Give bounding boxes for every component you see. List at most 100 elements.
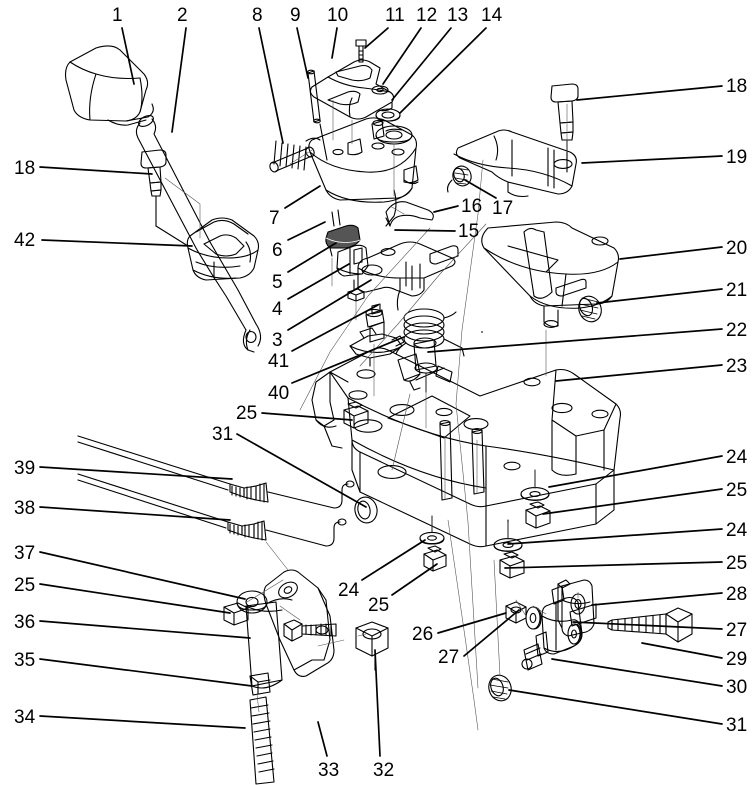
callout-number-22: 22 <box>726 320 748 341</box>
part-bracket-plate <box>551 579 595 637</box>
part-flanged-bushing-lower <box>488 674 512 702</box>
callout-number-10: 10 <box>327 5 349 26</box>
leader-line-30 <box>551 658 723 687</box>
leader-line-18 <box>576 85 723 101</box>
callout-number-18: 18 <box>726 76 748 97</box>
callout-number-33: 33 <box>318 760 340 781</box>
callout-number-7: 7 <box>269 208 280 229</box>
callout-number-26: 26 <box>412 624 434 645</box>
part-main-frame-plate <box>311 331 622 548</box>
leader-line-33 <box>317 721 328 757</box>
leader-line-15 <box>394 229 456 232</box>
part-shoulder-bolt-left <box>140 149 167 227</box>
part-lock-nut-frame <box>343 401 369 429</box>
leader-line-13 <box>391 27 452 101</box>
leader-line-31 <box>508 689 723 725</box>
callout-number-14: 14 <box>481 5 503 26</box>
part-torsion-spring <box>395 308 465 357</box>
leader-line-12 <box>382 27 422 85</box>
callout-number-39: 39 <box>14 458 36 479</box>
leader-line-34 <box>39 715 246 729</box>
leader-line-39 <box>39 466 233 480</box>
callout-number-42: 42 <box>14 230 36 251</box>
callout-number-25: 25 <box>726 553 748 574</box>
callout-number-24: 24 <box>726 520 748 541</box>
callout-number-21: 21 <box>726 280 748 301</box>
callout-number-13: 13 <box>447 5 469 26</box>
part-pivot-shaft <box>521 596 597 671</box>
part-lock-nut-left <box>223 602 249 626</box>
part-lever-socket-housing <box>155 217 260 281</box>
callout-number-31: 31 <box>726 715 748 736</box>
leader-line-3 <box>287 279 372 331</box>
part-washers <box>375 125 413 145</box>
leader-line-16 <box>433 205 459 213</box>
callout-number-35: 35 <box>14 650 36 671</box>
leader-line-40 <box>291 336 405 384</box>
leader-line-32 <box>374 649 381 757</box>
part-flanged-bushing-center <box>354 496 378 524</box>
part-hex-bolt-center <box>283 619 337 642</box>
callout-number-40: 40 <box>268 383 290 404</box>
callout-number-30: 30 <box>726 677 748 698</box>
part-retaining-ring <box>375 108 401 122</box>
part-housing-lower <box>308 117 419 227</box>
part-shift-lever-rod <box>135 114 262 353</box>
leader-line-17 <box>464 179 497 199</box>
leader-line-25 <box>39 583 231 614</box>
callout-number-20: 20 <box>726 238 748 259</box>
leader-line-24 <box>507 528 723 545</box>
callout-number-19: 19 <box>726 147 748 168</box>
part-control-cable-upper <box>77 435 355 509</box>
callout-leader-lines <box>39 27 723 757</box>
part-control-cable-lower <box>77 473 347 547</box>
leader-line-31 <box>236 433 367 508</box>
callout-number-37: 37 <box>14 543 36 564</box>
callout-number-24: 24 <box>338 580 360 601</box>
leader-line-24 <box>548 455 723 488</box>
callout-number-25: 25 <box>14 575 36 596</box>
callout-number-25: 25 <box>236 403 258 424</box>
part-shoulder-bolt-right <box>550 83 579 173</box>
callout-number-15: 15 <box>458 221 480 242</box>
leader-line-19 <box>581 155 723 164</box>
part-switch-block <box>325 209 361 257</box>
callout-number-25: 25 <box>726 480 748 501</box>
part-long-pin <box>307 69 328 161</box>
callout-number-4: 4 <box>272 299 283 320</box>
callout-number-9: 9 <box>290 5 301 26</box>
leader-line-27 <box>463 609 520 657</box>
callout-number-24: 24 <box>726 447 748 468</box>
callout-number-28: 28 <box>726 584 748 605</box>
leader-line-42 <box>41 239 193 247</box>
leader-line-26 <box>437 612 507 634</box>
part-bushing <box>578 295 602 323</box>
part-small-screw <box>355 39 367 63</box>
callout-number-41: 41 <box>268 351 290 372</box>
leader-line-21 <box>596 288 723 304</box>
leader-line-18 <box>39 166 153 175</box>
part-hex-nut-large <box>355 621 389 671</box>
leader-line-23 <box>555 364 723 382</box>
leader-line-25 <box>261 412 353 421</box>
callout-number-23: 23 <box>726 356 748 377</box>
leader-line-5 <box>287 242 337 273</box>
callout-number-27: 27 <box>726 620 748 641</box>
part-lever-arm-bracket <box>357 241 459 311</box>
part-washer-nut-left-pair <box>419 515 447 572</box>
callout-number-17: 17 <box>492 198 514 219</box>
callout-number-27: 27 <box>438 647 460 668</box>
callout-number-1: 1 <box>112 5 123 26</box>
leader-line-27 <box>572 621 723 630</box>
part-bushing-small <box>446 165 472 193</box>
part-spring-clip <box>385 201 434 227</box>
part-threaded-rod-jamnut <box>249 672 275 785</box>
part-pivot-washer <box>236 590 268 614</box>
callout-number-18: 18 <box>14 158 36 179</box>
callout-number-3: 3 <box>272 330 283 351</box>
part-spring-barrel <box>245 601 283 689</box>
leader-line-14 <box>399 27 487 114</box>
leader-line-37 <box>39 551 246 600</box>
